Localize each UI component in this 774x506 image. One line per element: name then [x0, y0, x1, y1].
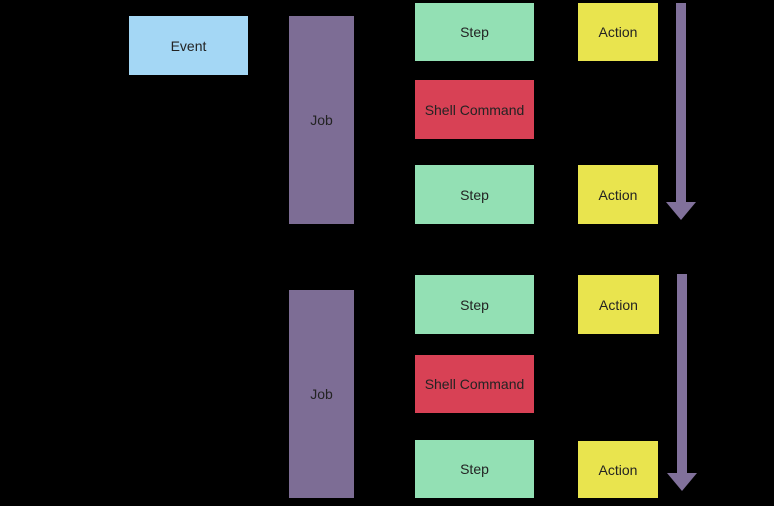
step-node: Step: [415, 165, 534, 224]
action-node: Action: [578, 3, 658, 61]
arrow-head: [667, 473, 697, 491]
step-node: Step: [415, 440, 534, 498]
arrow-shaft: [677, 274, 687, 473]
action-node: Action: [578, 441, 658, 498]
job-node: Job: [289, 16, 354, 224]
job-node: Job: [289, 290, 354, 498]
arrow-head: [666, 202, 696, 220]
arrow-shaft: [676, 3, 686, 202]
shell-command-node: Shell Command: [415, 80, 534, 139]
action-node: Action: [578, 165, 658, 224]
step-node: Step: [415, 275, 534, 334]
shell-command-node: Shell Command: [415, 355, 534, 413]
action-node: Action: [578, 275, 659, 334]
event-node: Event: [129, 16, 248, 75]
step-node: Step: [415, 3, 534, 61]
